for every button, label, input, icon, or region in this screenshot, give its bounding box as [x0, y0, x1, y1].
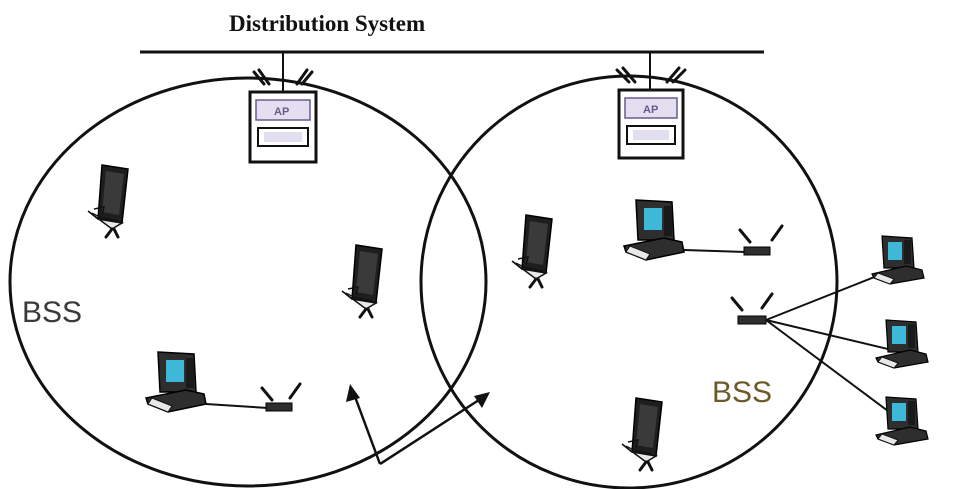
ap-right-label: AP — [643, 104, 658, 116]
hub-links — [765, 269, 901, 421]
laptop-icon — [620, 396, 664, 472]
bss-right-label: BSS — [712, 376, 772, 409]
access-point-icon: AP — [617, 88, 685, 160]
bss-left-label: BSS — [22, 296, 82, 329]
access-point-icon: AP — [248, 90, 318, 164]
roaming-arrows — [352, 393, 483, 466]
bss-left-circle — [8, 76, 488, 488]
diagram-title: Distribution System — [229, 11, 425, 36]
desktop-computer-icon — [623, 199, 685, 261]
laptop-icon — [510, 213, 554, 289]
arrow-head-icon — [474, 392, 490, 408]
wireless-adapter-icon — [730, 292, 774, 325]
ap-left-label: AP — [274, 106, 289, 118]
wireless-signal-icon — [615, 66, 687, 84]
wireless-signal-icon — [252, 68, 314, 86]
arrow-head-icon — [346, 384, 360, 402]
desktop-computer-icon — [875, 319, 929, 369]
desktop-computer-icon — [145, 351, 207, 413]
desktop-computer-icon — [875, 396, 929, 446]
laptop-icon — [86, 163, 130, 239]
wireless-adapter-icon — [683, 224, 784, 256]
desktop-computer-icon — [871, 235, 925, 285]
wireless-adapter-icon — [205, 382, 302, 412]
laptop-icon — [340, 243, 384, 319]
